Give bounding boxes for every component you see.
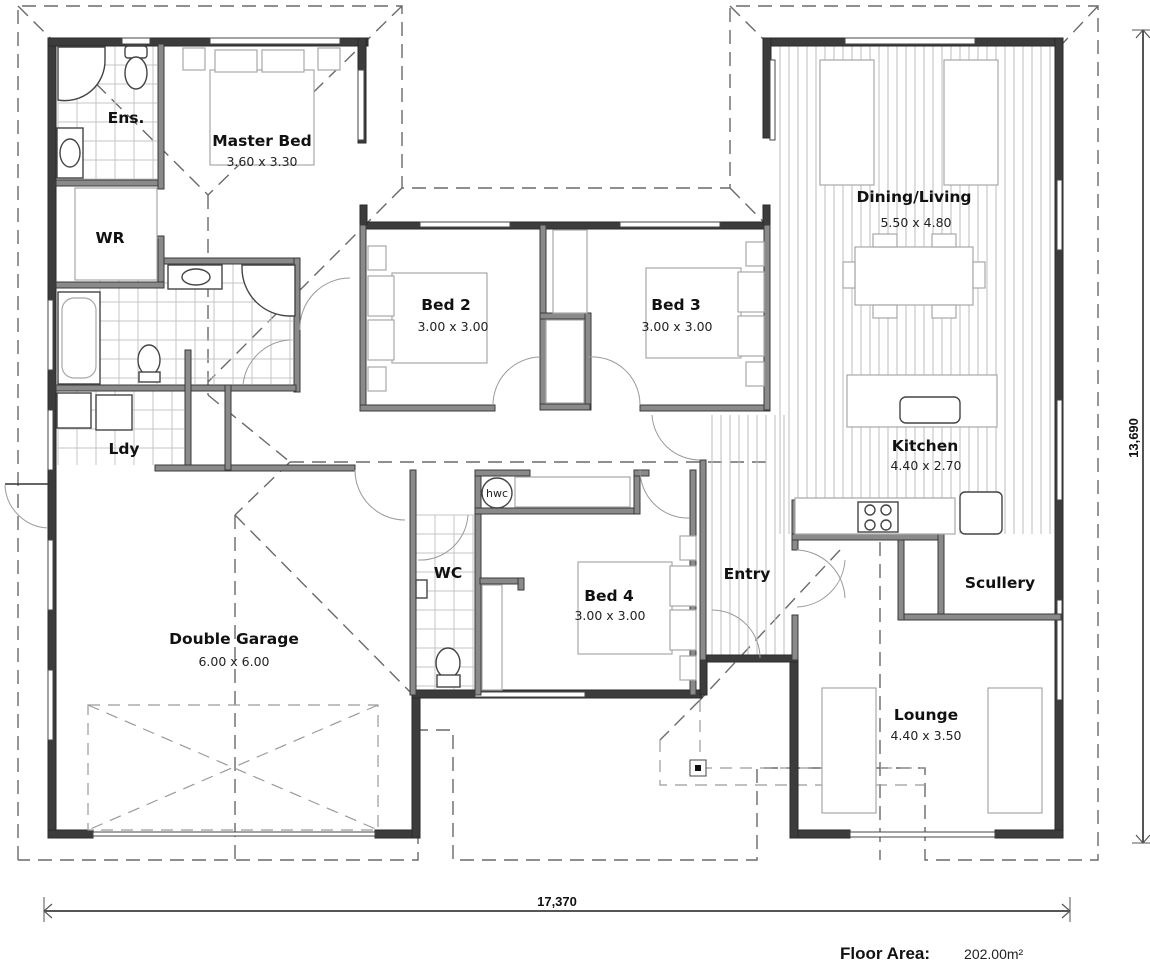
room-name-bed-4: Bed 4 <box>584 587 634 605</box>
room-size-kitchen: 4.40 x 2.70 <box>890 458 961 473</box>
room-name-entry: Entry <box>724 565 771 583</box>
room-labels: Ens. Master Bed 3.60 x 3.30 WR Ldy Bed 2… <box>95 109 1035 743</box>
room-size-double-garage: 6.00 x 6.00 <box>198 654 269 669</box>
interior-walls <box>55 43 1062 696</box>
room-name-bed-3: Bed 3 <box>651 296 701 314</box>
dimension-width-label: 17,370 <box>537 894 577 909</box>
room-size-bed-2: 3.00 x 3.00 <box>417 319 488 334</box>
floor-area-value: 202.00m² <box>964 946 1024 962</box>
room-name-wc: WC <box>434 564 462 582</box>
door-swings <box>4 189 846 659</box>
dimension-depth: 13,690 <box>1126 29 1150 844</box>
room-name-scullery: Scullery <box>965 574 1035 592</box>
windows <box>47 37 1063 838</box>
room-name-double-garage: Double Garage <box>169 630 299 648</box>
room-name-master-bed: Master Bed <box>212 132 312 150</box>
floor-area: Floor Area: 202.00m² <box>840 944 1023 964</box>
room-name-wr: WR <box>95 229 124 247</box>
room-name-kitchen: Kitchen <box>892 437 959 455</box>
room-name-ensuite: Ens. <box>108 109 145 127</box>
room-name-lounge: Lounge <box>894 706 958 724</box>
room-size-bed-4: 3.00 x 3.00 <box>574 608 645 623</box>
room-name-laundry: Ldy <box>108 440 139 458</box>
hwc-label: hwc <box>486 487 508 500</box>
room-size-master-bed: 3.60 x 3.30 <box>226 154 297 169</box>
room-name-bed-2: Bed 2 <box>421 296 471 314</box>
floor-area-label: Floor Area: <box>840 944 931 963</box>
dimension-depth-label: 13,690 <box>1126 418 1141 458</box>
room-name-dining-living: Dining/Living <box>856 188 971 206</box>
room-size-lounge: 4.40 x 3.50 <box>890 728 961 743</box>
room-size-dining-living: 5.50 x 4.80 <box>880 215 951 230</box>
furniture <box>56 45 1043 831</box>
dimension-width: 17,370 <box>43 894 1071 922</box>
room-size-bed-3: 3.00 x 3.00 <box>641 319 712 334</box>
